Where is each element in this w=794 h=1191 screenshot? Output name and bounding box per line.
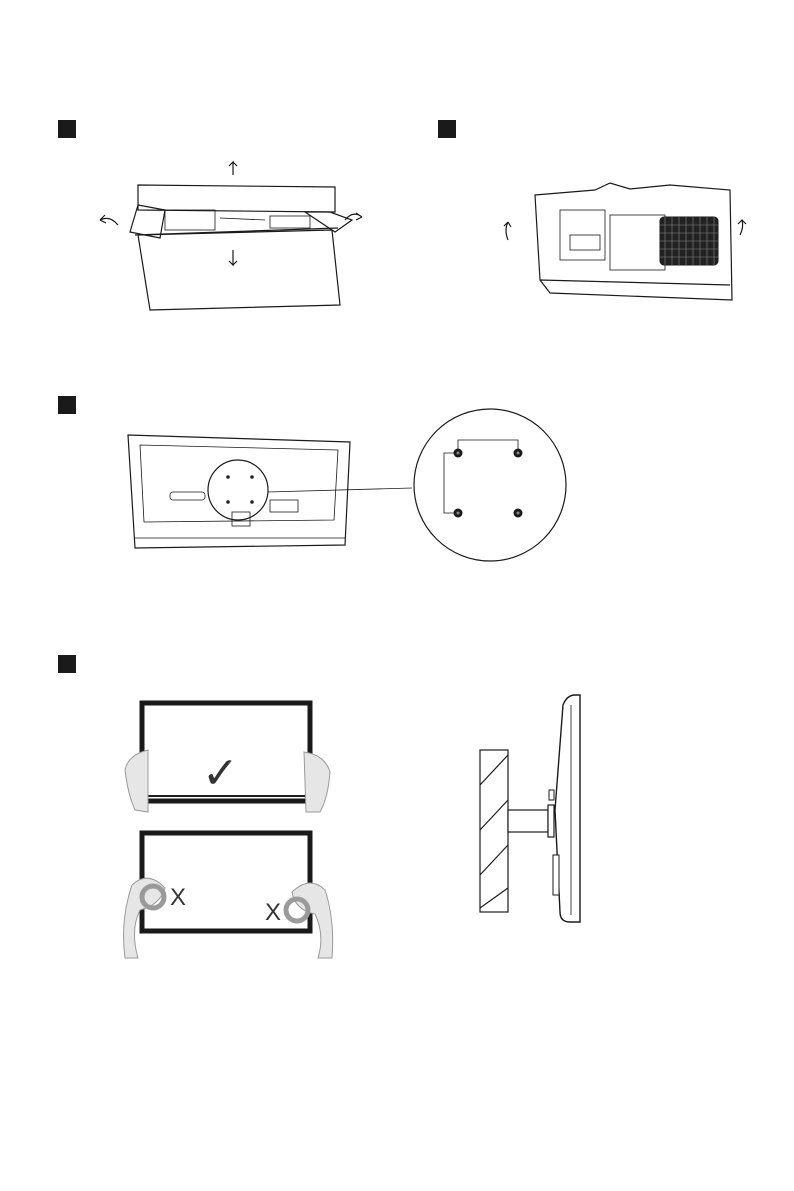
step-3-marker [58, 396, 76, 414]
vesa-screw-hole [514, 509, 523, 518]
foam-packaging-illustration [490, 175, 760, 310]
open-carton-illustration [90, 150, 380, 320]
monitor-back-illustration [120, 430, 360, 555]
arrow-up-left-icon [504, 222, 511, 240]
x-mark-icon: X [265, 899, 281, 926]
vesa-zoom-illustration [410, 405, 570, 565]
x-mark-icon: X [170, 884, 186, 911]
correct-hold-illustration: ✓ [120, 700, 335, 815]
wrong-hold-illustration: X X [120, 830, 335, 960]
arrow-down-icon [229, 250, 237, 265]
foam-mesh [660, 217, 718, 265]
checkmark-icon: ✓ [202, 749, 239, 798]
arrow-up-right-icon [738, 220, 746, 235]
step-4-marker [58, 655, 76, 673]
wall-mount-side-illustration [475, 690, 595, 935]
arrow-up-icon [229, 162, 237, 175]
step-2-marker [438, 120, 456, 138]
vesa-screw-hole [514, 449, 523, 458]
arrow-left-icon [100, 215, 118, 225]
left-hand-icon [125, 750, 148, 812]
step-1-marker [58, 120, 76, 138]
vesa-screw-hole [454, 449, 463, 458]
vesa-screw-hole [454, 509, 463, 518]
right-hand-icon [304, 752, 330, 812]
